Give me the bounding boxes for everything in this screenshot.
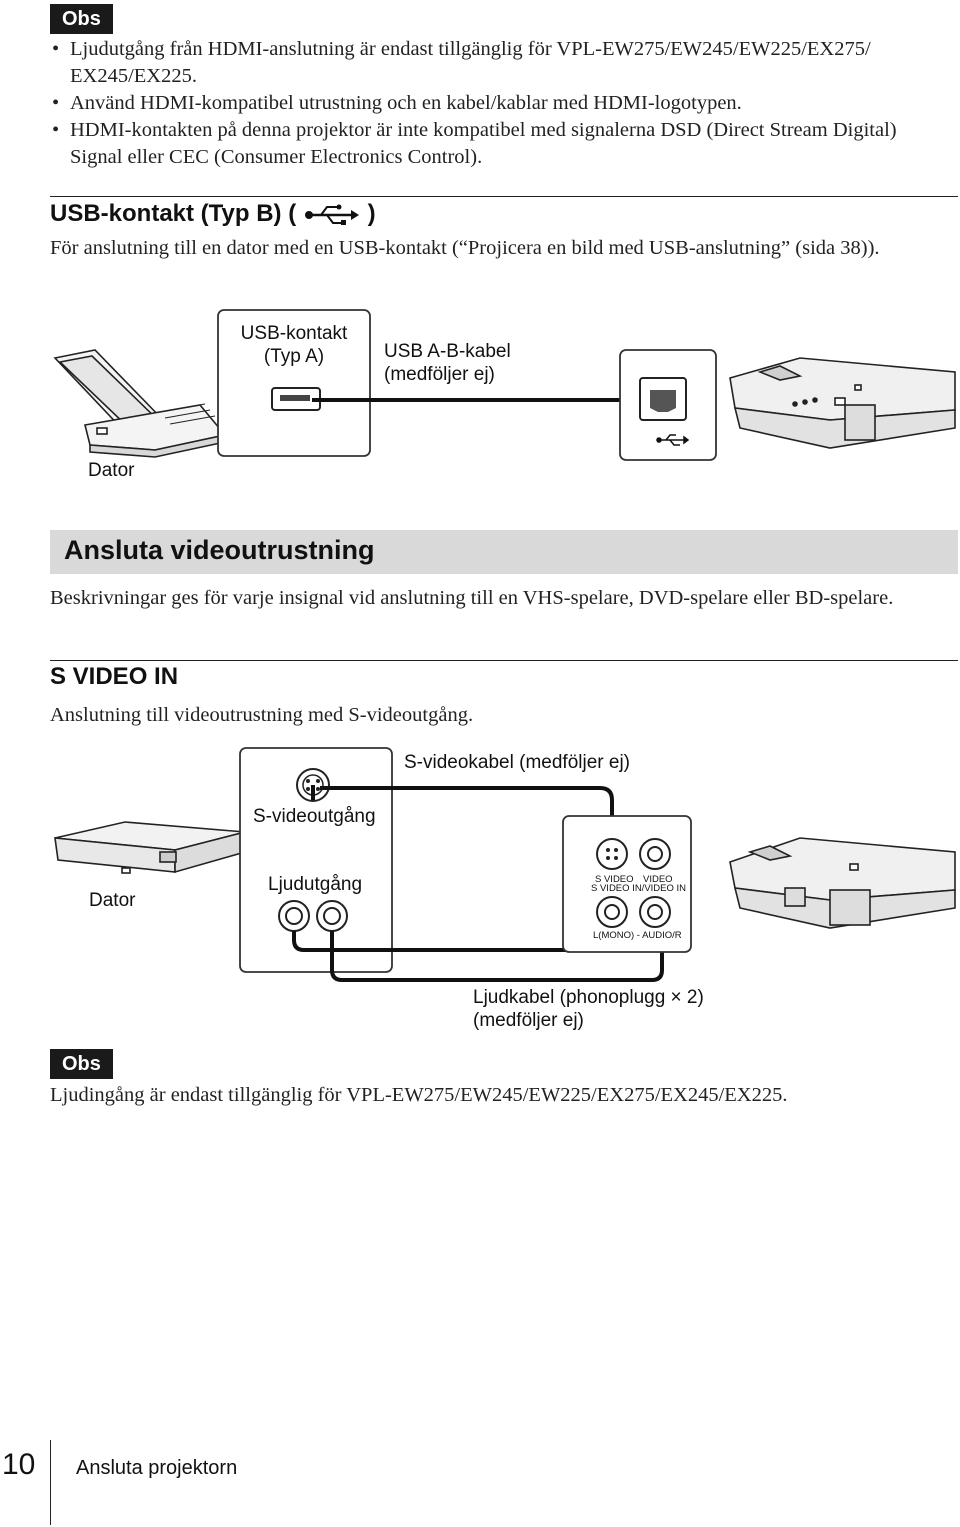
device-label: Dator bbox=[89, 890, 136, 911]
note-item: Använd HDMI-kompatibel utrustning och en… bbox=[52, 90, 932, 117]
svideo-out-label: S-videoutgång bbox=[253, 806, 376, 827]
usb-connector-label-line1: USB-kontakt bbox=[240, 323, 348, 344]
projector-illustration bbox=[729, 837, 956, 929]
usb-heading-suffix: ) bbox=[367, 200, 376, 227]
usb-connection-diagram bbox=[53, 309, 956, 461]
audio-out-label: Ljudutgång bbox=[268, 874, 363, 895]
heading-rule bbox=[50, 196, 958, 197]
note-item: Ljudutgång från HDMI-anslutning är endas… bbox=[52, 36, 932, 90]
svideo-description: Anslutning till videoutrustning med S-vi… bbox=[50, 704, 474, 726]
usb-connector-label: USB-kontakt (Typ A) bbox=[236, 322, 352, 368]
port-svideo-label: S VIDEO bbox=[595, 874, 634, 885]
note-item: HDMI-kontakten på denna projektor är int… bbox=[52, 117, 932, 171]
obs-label: Obs bbox=[50, 4, 113, 34]
section-header: Ansluta videoutrustning bbox=[50, 530, 958, 574]
usb-cable-label-line2: (medföljer ej) bbox=[384, 364, 495, 385]
svideo-cable-label: S-videokabel (medföljer ej) bbox=[404, 752, 630, 773]
usb-connector-label-line2: (Typ A) bbox=[263, 346, 325, 367]
usb-heading-prefix: USB-kontakt (Typ B) ( bbox=[50, 200, 297, 227]
notes-list: Ljudutgång från HDMI-anslutning är endas… bbox=[52, 36, 932, 171]
laptop-illustration bbox=[53, 349, 227, 458]
usb-a-callout-box bbox=[217, 309, 371, 457]
note-text: Ljudingång är endast tillgänglig för VPL… bbox=[50, 1084, 788, 1106]
port-video-label: VIDEO bbox=[643, 874, 673, 885]
audio-cable-label: Ljudkabel (phonoplugg × 2) (medföljer ej… bbox=[473, 986, 704, 1032]
usb-cable-label: USB A-B-kabel (medföljer ej) bbox=[384, 340, 511, 386]
chapter-title: Ansluta projektorn bbox=[76, 1457, 238, 1479]
usb-icon bbox=[304, 204, 359, 225]
usb-small-icon bbox=[656, 434, 690, 446]
port-audio-label: L(MONO) - AUDIO/R bbox=[593, 930, 682, 941]
heading-rule bbox=[50, 660, 958, 661]
port-svideo-in-label: S VIDEO IN/VIDEO IN bbox=[591, 883, 687, 894]
section-description: Beskrivningar ges för varje insignal vid… bbox=[50, 587, 894, 609]
svideo-connection-diagram bbox=[54, 747, 956, 982]
obs-label: Obs bbox=[50, 1049, 113, 1079]
usb-description: För anslutning till en dator med en USB-… bbox=[50, 237, 880, 259]
usb-heading: USB-kontakt (Typ B) ( ) bbox=[50, 200, 376, 228]
video-device-illustration bbox=[54, 821, 246, 874]
computer-label: Dator bbox=[88, 460, 135, 481]
svideo-cable bbox=[311, 785, 614, 850]
footer-divider bbox=[50, 1440, 51, 1525]
audio-cable-label-line1: Ljudkabel (phonoplugg × 2) bbox=[473, 987, 704, 1008]
svideo-heading: S VIDEO IN bbox=[50, 663, 179, 690]
section-title: Ansluta videoutrustning bbox=[64, 535, 375, 565]
page-number: 10 bbox=[2, 1448, 36, 1481]
audio-out-ports bbox=[278, 900, 348, 932]
usb-cable-label-line1: USB A-B-kabel bbox=[384, 341, 511, 362]
audio-cable-label-line2: (medföljer ej) bbox=[473, 1010, 584, 1031]
projector-illustration bbox=[729, 357, 956, 449]
